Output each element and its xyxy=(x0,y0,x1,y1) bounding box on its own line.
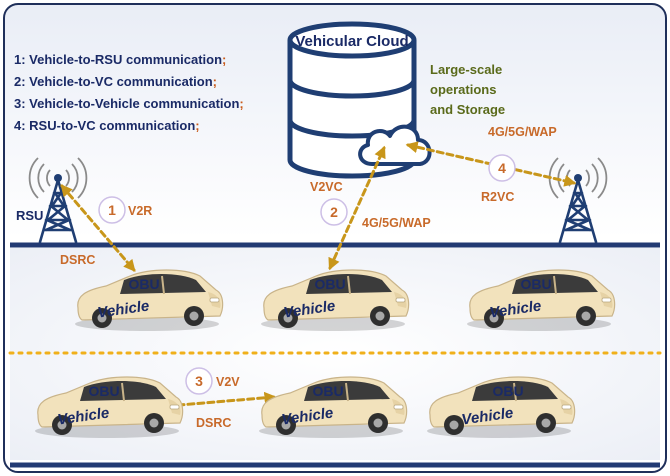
legend-item-4: 4: RSU-to-VC communication; xyxy=(14,118,200,133)
rsu-label: RSU xyxy=(16,208,43,223)
link-v2vc: 2 V2VC 4G/5G/WAP xyxy=(310,180,431,230)
vehicle-4: OBU Vehicle xyxy=(34,376,184,439)
legend-item-1: 1: Vehicle-to-RSU communication; xyxy=(14,52,226,67)
r2vc-number: 4 xyxy=(498,160,506,176)
obu-label: OBU xyxy=(492,383,523,399)
v2v-label: V2V xyxy=(216,375,240,389)
v2v-medium: DSRC xyxy=(196,416,231,430)
cloud-label-line-3: and Storage xyxy=(430,102,505,117)
cloud-title: Vehicular Cloud xyxy=(295,33,408,50)
vehicle-6: OBU Vehicle xyxy=(426,376,576,439)
v2vc-label: V2VC xyxy=(310,180,343,194)
obu-label: OBU xyxy=(312,383,343,399)
r2vc-label: R2VC xyxy=(481,190,514,204)
r2vc-medium: 4G/5G/WAP xyxy=(488,125,557,139)
v2vc-number: 2 xyxy=(330,204,338,220)
vehicle-1: OBU Vehicle xyxy=(74,269,224,332)
v2v-number: 3 xyxy=(195,373,203,389)
vehicle-2: OBU Vehicle xyxy=(260,269,410,332)
v2vc-medium: 4G/5G/WAP xyxy=(362,216,431,230)
obu-label: OBU xyxy=(128,276,159,292)
v2r-medium: DSRC xyxy=(60,253,95,267)
legend-item-3: 3: Vehicle-to-Vehicle communication; xyxy=(14,96,244,111)
v2r-arrow xyxy=(60,184,136,272)
obu-label: OBU xyxy=(520,276,551,292)
v2vc-arrow xyxy=(328,145,386,271)
link-r2vc: 4 R2VC 4G/5G/WAP xyxy=(481,125,557,204)
vehicle-5: OBU Vehicle xyxy=(258,376,408,439)
legend: 1: Vehicle-to-RSU communication; 2: Vehi… xyxy=(14,52,244,133)
cloud-label-line-1: Large-scale xyxy=(430,62,502,77)
v2r-label: V2R xyxy=(128,204,152,218)
obu-label: OBU xyxy=(88,383,119,399)
v2v-arrow xyxy=(165,391,277,412)
link-v2v: 3 V2V DSRC xyxy=(185,367,240,430)
obu-label: OBU xyxy=(314,276,345,292)
link-v2r: 1 V2R DSRC xyxy=(60,196,152,267)
v2r-number: 1 xyxy=(108,202,116,218)
vehicle-3: OBU Vehicle xyxy=(466,269,616,332)
legend-item-2: 2: Vehicle-to-VC communication; xyxy=(14,74,217,89)
cloud-label-line-2: operations xyxy=(430,82,496,97)
